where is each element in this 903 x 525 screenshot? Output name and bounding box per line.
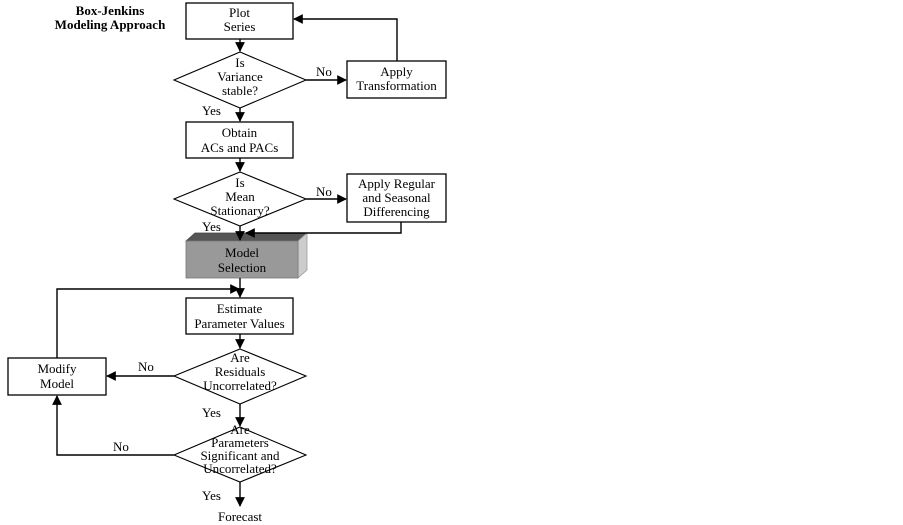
decision-residuals-line2: Residuals (215, 364, 266, 379)
chart-title-line2: Modeling Approach (55, 17, 166, 32)
node-estimate-params-line1: Estimate (217, 301, 263, 316)
label-residuals-yes: Yes (202, 405, 221, 420)
node-model-selection-line1: Model (225, 245, 259, 260)
node-model-selection-line2: Selection (218, 260, 267, 275)
model-box-front (185, 240, 299, 279)
label-variance-yes: Yes (202, 103, 221, 118)
node-apply-transformation-line2: Transformation (356, 78, 437, 93)
decision-residuals-line3: Uncorrelated? (203, 378, 277, 393)
label-params-no: No (113, 439, 129, 454)
model-box-top (184, 232, 309, 242)
edge-modify-back (56, 284, 240, 358)
node-plot-series: Plot Series (185, 2, 294, 40)
label-variance-no: No (316, 64, 332, 79)
edge-params-no (52, 395, 174, 456)
decision-mean-line1: Is (235, 175, 244, 190)
node-plot-series-line1: Plot (229, 5, 250, 20)
node-modify-model-line1: Modify (38, 361, 78, 376)
label-residuals-no: No (138, 359, 154, 374)
decision-variance-line3: stable? (222, 83, 258, 98)
node-apply-differencing-line2: and Seasonal (362, 190, 431, 205)
node-modify-model-line2: Model (40, 376, 74, 391)
node-apply-transformation: Apply Transformation (346, 60, 447, 99)
node-apply-differencing: Apply Regular and Seasonal Differencing (346, 173, 447, 223)
decision-mean-line3: Stationary? (210, 203, 269, 218)
edge-differencing-back (245, 222, 402, 238)
decision-params-line4: Uncorrelated? (203, 461, 277, 476)
node-obtain-acs-line2: ACs and PACs (201, 140, 279, 155)
node-estimate-params: Estimate Parameter Values (185, 297, 294, 335)
label-mean-yes: Yes (202, 219, 221, 234)
node-model-selection: Model Selection (184, 232, 309, 279)
decision-variance-stable: Is Variance stable? (172, 51, 308, 109)
decision-params-significant: Are Parameters Significant and Uncorrela… (172, 422, 308, 483)
node-forecast: Forecast (218, 509, 262, 524)
decision-variance-line2: Variance (217, 69, 263, 84)
node-estimate-params-line2: Parameter Values (194, 316, 284, 331)
node-apply-differencing-line1: Apply Regular (358, 176, 436, 191)
decision-params-line3: Significant and (200, 448, 280, 463)
node-obtain-acs-line1: Obtain (222, 125, 258, 140)
model-box-side (297, 232, 308, 279)
edge-transformation-back (293, 14, 398, 61)
decision-residuals-line1: Are (230, 350, 250, 365)
decision-params-line2: Parameters (211, 435, 269, 450)
node-obtain-acs: Obtain ACs and PACs (185, 121, 294, 159)
decision-variance-line1: Is (235, 55, 244, 70)
node-apply-transformation-line1: Apply (380, 64, 413, 79)
label-mean-no: No (316, 184, 332, 199)
node-plot-series-line2: Series (224, 19, 256, 34)
chart-title-line1: Box-Jenkins (76, 3, 145, 18)
decision-residuals: Are Residuals Uncorrelated? (172, 348, 308, 405)
decision-mean-stationary: Is Mean Stationary? (172, 171, 308, 227)
decision-mean-line2: Mean (225, 189, 255, 204)
node-apply-differencing-line3: Differencing (363, 204, 430, 219)
node-modify-model: Modify Model (7, 357, 107, 396)
label-params-yes: Yes (202, 488, 221, 503)
